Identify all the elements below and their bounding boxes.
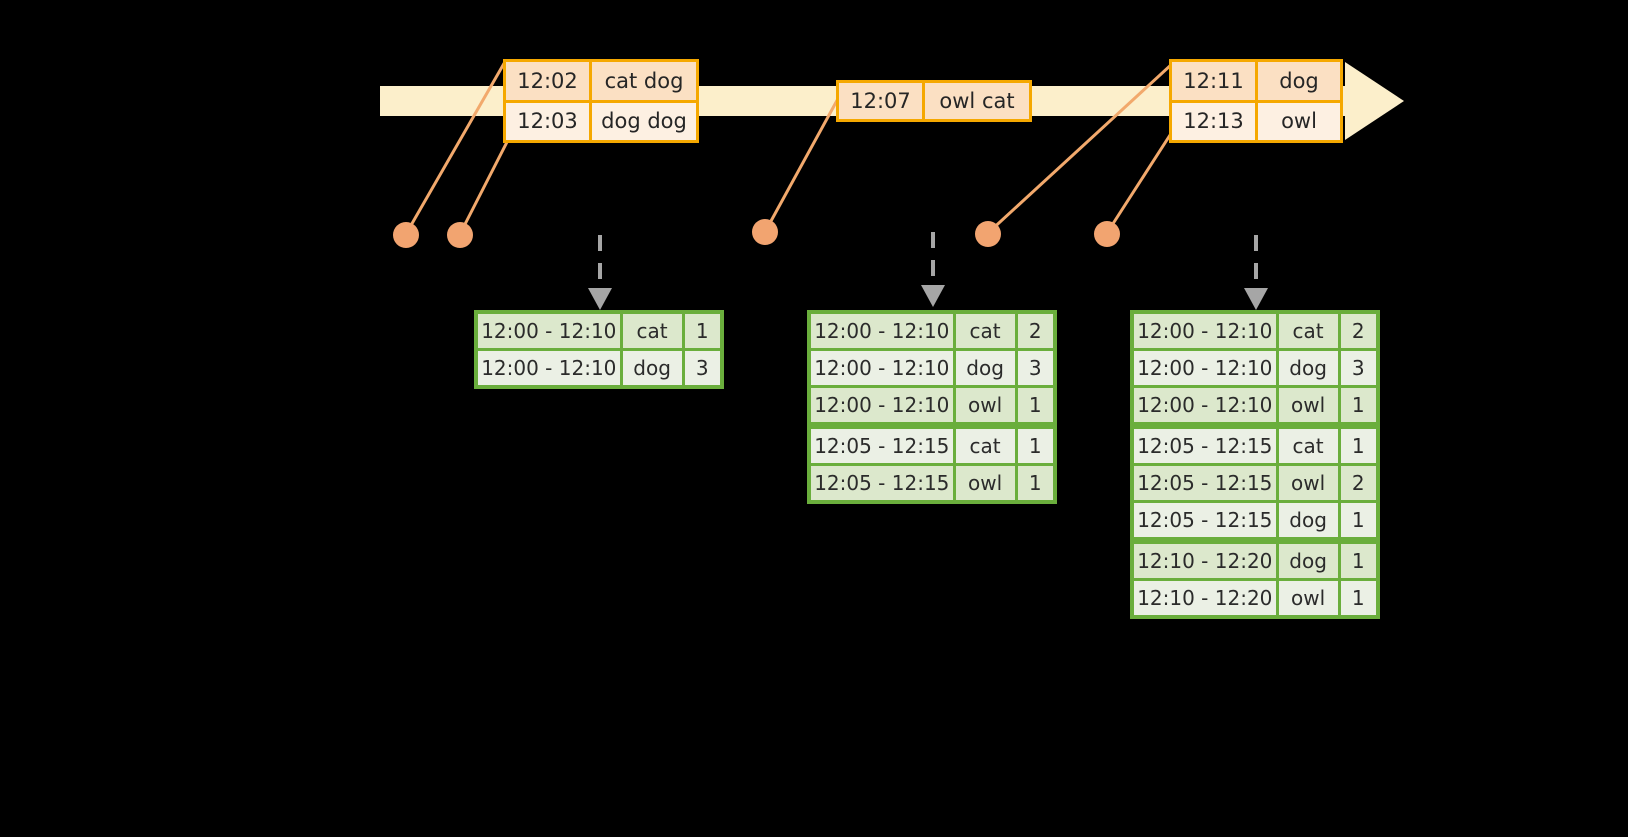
cell-word: owl [1278, 466, 1338, 500]
cell-window: 12:05 - 12:15 [1134, 466, 1276, 500]
event-time: 12:07 [839, 83, 925, 119]
event-words: dog dog [592, 102, 696, 140]
event-words: owl [1258, 102, 1340, 140]
event-time: 12:11 [1172, 62, 1258, 100]
cell-window: 12:05 - 12:15 [1134, 429, 1276, 463]
event-group-1[interactable]: 12:02 cat dog 12:03 dog dog [503, 59, 699, 143]
cell-word: dog [1278, 503, 1338, 537]
processing-dot [1094, 221, 1120, 247]
event-row[interactable]: 12:11 dog [1172, 62, 1340, 100]
event-row[interactable]: 12:13 owl [1172, 99, 1340, 140]
processing-dot [393, 222, 419, 248]
cell-count: 1 [1340, 388, 1376, 422]
event-time: 12:13 [1172, 102, 1258, 140]
event-group-2[interactable]: 12:07 owl cat [836, 80, 1032, 122]
event-row[interactable]: 12:03 dog dog [506, 99, 696, 140]
event-time: 12:02 [506, 62, 592, 100]
cell-word: cat [1278, 429, 1338, 463]
cell-count: 3 [1017, 351, 1053, 385]
cell-window: 12:00 - 12:10 [1134, 314, 1276, 348]
cell-count: 2 [1340, 466, 1376, 500]
cell-window: 12:00 - 12:10 [811, 351, 953, 385]
cell-count: 2 [1017, 314, 1053, 348]
cell-window: 12:00 - 12:10 [1134, 351, 1276, 385]
cell-word: owl [955, 466, 1015, 500]
cell-window: 12:00 - 12:10 [811, 314, 953, 348]
event-words: cat dog [592, 62, 696, 100]
event-words: owl cat [925, 83, 1029, 119]
processing-dot [752, 219, 778, 245]
cell-word: owl [1278, 581, 1338, 615]
trigger-arrowheads [588, 285, 1268, 310]
processing-time-dots [393, 219, 1120, 248]
cell-word: cat [955, 429, 1015, 463]
cell-word: dog [1278, 351, 1338, 385]
event-row[interactable]: 12:02 cat dog [506, 62, 696, 100]
cell-word: owl [955, 388, 1015, 422]
cell-count: 1 [684, 314, 720, 348]
cell-count: 1 [1017, 388, 1053, 422]
cell-window: 12:00 - 12:10 [478, 314, 620, 348]
cell-count: 3 [684, 351, 720, 385]
cell-count: 1 [1017, 429, 1053, 463]
event-words: dog [1258, 62, 1340, 100]
cell-word: cat [1278, 314, 1338, 348]
cell-count: 1 [1340, 503, 1376, 537]
cell-window: 12:10 - 12:20 [1134, 581, 1276, 615]
cell-window: 12:10 - 12:20 [1134, 544, 1276, 578]
event-group-3[interactable]: 12:11 dog 12:13 owl [1169, 59, 1343, 143]
cell-count: 1 [1017, 466, 1053, 500]
cell-count: 1 [1340, 544, 1376, 578]
cell-word: dog [1278, 544, 1338, 578]
cell-word: dog [622, 351, 682, 385]
cell-word: cat [622, 314, 682, 348]
processing-dot [447, 222, 473, 248]
cell-count: 1 [1340, 581, 1376, 615]
cell-word: dog [955, 351, 1015, 385]
cell-window: 12:00 - 12:10 [1134, 388, 1276, 422]
trigger-arrows [598, 232, 1258, 288]
processing-dot [975, 221, 1001, 247]
cell-window: 12:05 - 12:15 [1134, 503, 1276, 537]
cell-count: 1 [1340, 429, 1376, 463]
cell-window: 12:05 - 12:15 [811, 466, 953, 500]
event-row[interactable]: 12:07 owl cat [839, 83, 1029, 119]
cell-count: 3 [1340, 351, 1376, 385]
cell-window: 12:00 - 12:10 [811, 388, 953, 422]
cell-window: 12:05 - 12:15 [811, 429, 953, 463]
cell-count: 2 [1340, 314, 1376, 348]
cell-word: owl [1278, 388, 1338, 422]
event-time: 12:03 [506, 102, 592, 140]
cell-word: cat [955, 314, 1015, 348]
cell-window: 12:00 - 12:10 [478, 351, 620, 385]
